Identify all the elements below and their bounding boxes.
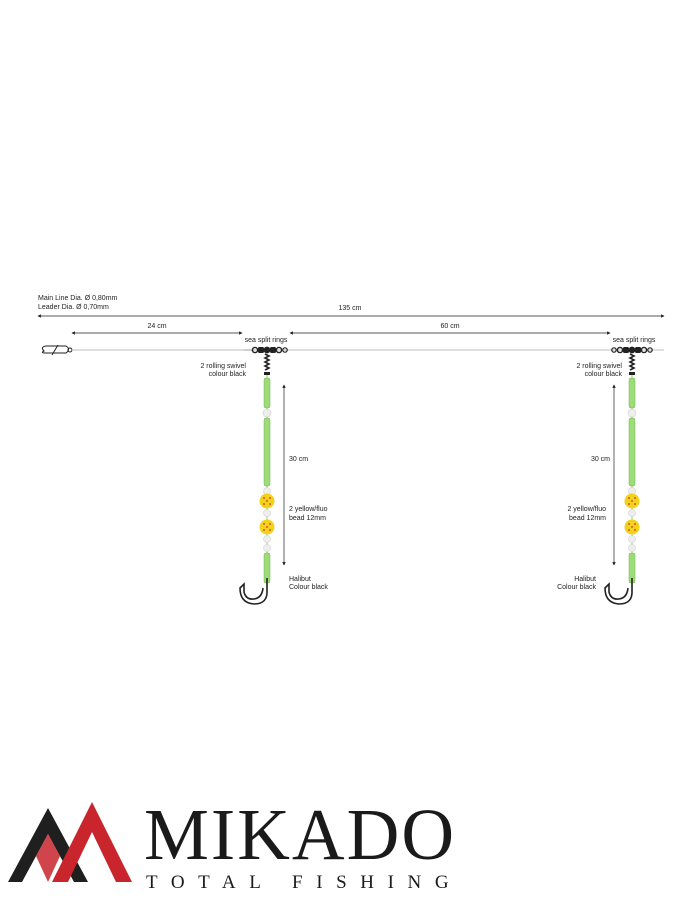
brand-tagline: TOTAL FISHING bbox=[146, 872, 463, 893]
bead-label-2a: 2 yellow/fluo bbox=[567, 506, 606, 513]
dropper-1: 30 cm 2 yellow/fluo bead 12mm Halibut Co… bbox=[239, 375, 328, 605]
hook-icon bbox=[604, 578, 633, 605]
swivel-label-1a: 2 rolling swivel bbox=[200, 363, 246, 370]
tube-long bbox=[263, 417, 271, 487]
middle-segment-label: 60 cm bbox=[440, 323, 459, 330]
brand-name: MIKADO bbox=[144, 794, 457, 875]
hook-label-1a: Halibut bbox=[289, 576, 311, 583]
swivel-label-2a: 2 rolling swivel bbox=[576, 363, 622, 370]
bead-label-1a: 2 yellow/fluo bbox=[289, 506, 328, 513]
swivel-label-2b: colour black bbox=[585, 371, 623, 378]
rig-diagram: Main Line Dia. Ø 0,80mm Leader Dia. Ø 0,… bbox=[37, 295, 665, 605]
split-ring-icon bbox=[251, 346, 259, 354]
bead-label-2b: bead 12mm bbox=[569, 515, 606, 522]
bead-label-1b: bead 12mm bbox=[289, 515, 326, 522]
logo-mark-icon bbox=[8, 802, 132, 882]
hook-label-2b: Colour black bbox=[557, 584, 596, 591]
split-rings-label-1: sea split rings bbox=[245, 337, 288, 344]
tube-upper bbox=[263, 377, 271, 409]
swivel-assembly-2: sea split rings 2 rolling swivel colour … bbox=[576, 337, 655, 378]
mikado-logo bbox=[8, 802, 132, 882]
leader-spec: Leader Dia. Ø 0,70mm bbox=[38, 304, 109, 311]
swivel-label-1b: colour black bbox=[209, 371, 247, 378]
hook-label-1b: Colour black bbox=[289, 584, 328, 591]
hook-icon bbox=[239, 578, 268, 605]
dropper-length-label-1: 30 cm bbox=[289, 456, 308, 463]
first-segment-label: 24 cm bbox=[147, 323, 166, 330]
white-bead bbox=[262, 408, 272, 418]
dropper-2: 30 cm 2 yellow/fluo bead 12mm Halibut Co… bbox=[557, 375, 640, 605]
split-rings-label-2: sea split rings bbox=[613, 337, 656, 344]
swivel-assembly-1: sea split rings 2 rolling swivel colour … bbox=[200, 337, 287, 378]
swivel-icon bbox=[258, 347, 264, 353]
hook-label-2a: Halibut bbox=[574, 576, 596, 583]
snap-icon bbox=[41, 344, 73, 356]
main-line-spec: Main Line Dia. Ø 0,80mm bbox=[38, 295, 118, 302]
dropper-length-label-2: 30 cm bbox=[591, 456, 610, 463]
total-length-label: 135 cm bbox=[339, 305, 362, 312]
